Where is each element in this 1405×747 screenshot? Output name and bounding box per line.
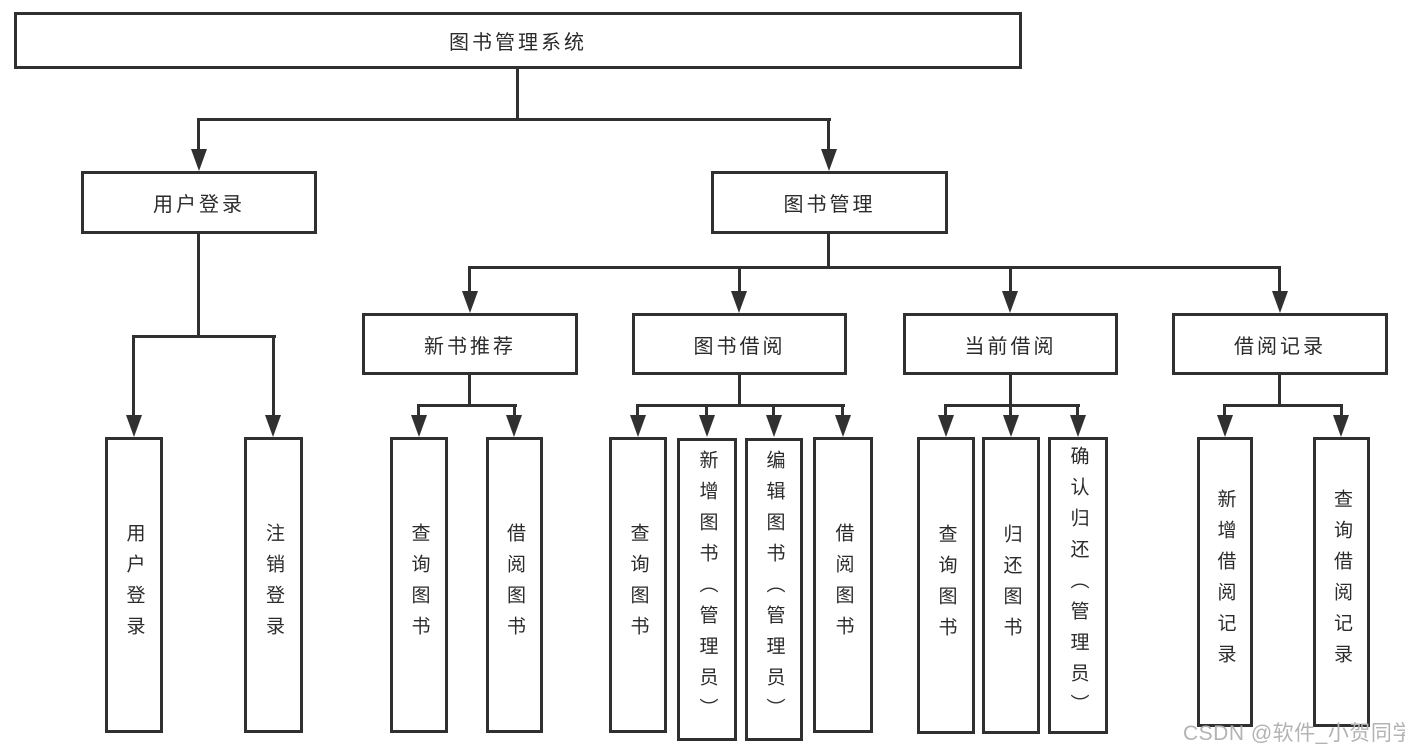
leaf-label: 确认归还（管理员）	[1067, 446, 1089, 725]
leaf-label: 注销登录	[263, 523, 284, 647]
leaf-label: 归还图书	[1000, 523, 1022, 648]
leaf-borrow-books: 借阅图书	[813, 437, 873, 733]
arrow-down-icon	[265, 415, 281, 437]
leaf-label: 用户登录	[123, 523, 145, 647]
connector-line	[516, 69, 519, 120]
leaf-query-books: 查询图书	[390, 437, 448, 733]
leaf-add-borrow-record: 新增借阅记录	[1197, 437, 1253, 727]
node-label: 图书借阅	[693, 335, 786, 358]
arrow-down-icon	[1002, 291, 1018, 313]
connector-line	[197, 118, 831, 121]
connector-line	[1278, 375, 1281, 406]
arrow-down-icon	[731, 291, 747, 313]
leaf-query-books: 查询图书	[917, 437, 975, 734]
leaf-user-login: 用户登录	[105, 437, 163, 733]
connector-line	[417, 407, 420, 417]
connector-line	[1278, 269, 1281, 293]
connector-line	[636, 407, 639, 417]
leaf-label: 借阅图书	[832, 523, 854, 647]
connector-line	[132, 335, 276, 338]
arrow-down-icon	[1272, 291, 1288, 313]
connector-line	[1009, 269, 1012, 293]
node-book-management: 图书管理	[711, 171, 948, 234]
leaf-edit-books-admin: 编辑图书（管理员）	[745, 438, 803, 741]
connector-line	[738, 269, 741, 293]
node-book-borrow: 图书借阅	[632, 313, 847, 375]
connector-line	[827, 121, 830, 151]
arrow-down-icon	[766, 415, 782, 437]
leaf-label: 借阅图书	[504, 523, 525, 647]
connector-line	[1340, 407, 1343, 417]
arrow-down-icon	[821, 149, 837, 171]
arrow-down-icon	[191, 149, 207, 171]
arrow-down-icon	[462, 291, 478, 313]
arrow-down-icon	[506, 415, 522, 437]
arrow-down-icon	[1217, 415, 1233, 437]
node-library-management-system: 图书管理系统	[14, 12, 1022, 69]
connector-line	[705, 407, 708, 417]
leaf-logout: 注销登录	[244, 437, 303, 733]
leaf-confirm-return-admin: 确认归还（管理员）	[1048, 437, 1108, 734]
node-label: 借阅记录	[1234, 335, 1326, 358]
connector-line	[513, 407, 516, 417]
node-label: 新书推荐	[424, 335, 516, 358]
connector-line	[1223, 407, 1226, 417]
connector-line	[468, 269, 471, 293]
connector-line	[468, 375, 471, 406]
connector-line	[1009, 407, 1012, 417]
arrow-down-icon	[1003, 415, 1019, 437]
connector-line	[738, 375, 741, 406]
connector-line	[417, 404, 517, 407]
connector-line	[197, 234, 200, 337]
leaf-label: 查询图书	[627, 523, 649, 647]
leaf-borrow-books: 借阅图书	[486, 437, 543, 733]
leaf-label: 查询借阅记录	[1331, 489, 1352, 675]
arrow-down-icon	[1333, 415, 1349, 437]
connector-line	[132, 338, 135, 417]
node-label: 图书管理	[783, 194, 876, 216]
node-borrow-records: 借阅记录	[1172, 313, 1388, 375]
arrow-down-icon	[699, 415, 715, 437]
connector-line	[197, 121, 200, 151]
node-new-book-recommend: 新书推荐	[362, 313, 578, 375]
node-user-login: 用户登录	[81, 171, 317, 234]
arrow-down-icon	[126, 415, 142, 437]
leaf-query-borrow-record: 查询借阅记录	[1313, 437, 1370, 727]
connector-line	[636, 404, 845, 407]
node-current-borrow: 当前借阅	[903, 313, 1118, 375]
arrow-down-icon	[1070, 415, 1086, 437]
arrow-down-icon	[835, 415, 851, 437]
node-label: 图书管理系统	[449, 32, 587, 54]
leaf-query-books: 查询图书	[609, 437, 667, 733]
connector-line	[272, 338, 275, 417]
leaf-return-books: 归还图书	[982, 437, 1040, 734]
csdn-watermark: CSDN @软件_小贺同学	[1183, 722, 1405, 745]
leaf-label: 新增借阅记录	[1214, 489, 1236, 675]
leaf-label: 查询图书	[935, 523, 957, 648]
connector-line	[468, 266, 1281, 269]
connector-line	[944, 407, 947, 417]
connector-line	[841, 407, 844, 417]
connector-line	[944, 404, 1080, 407]
node-label: 用户登录	[153, 194, 245, 216]
leaf-label: 查询图书	[408, 523, 430, 647]
connector-line	[772, 407, 775, 417]
arrow-down-icon	[938, 415, 954, 437]
node-label: 当前借阅	[964, 335, 1057, 358]
connector-line	[1009, 375, 1012, 406]
arrow-down-icon	[630, 415, 646, 437]
leaf-label: 编辑图书（管理员）	[763, 450, 785, 729]
connector-line	[1223, 404, 1343, 407]
connector-line	[827, 234, 830, 269]
arrow-down-icon	[411, 415, 427, 437]
connector-line	[1076, 407, 1079, 417]
leaf-label: 新增图书（管理员）	[696, 450, 718, 729]
leaf-add-books-admin: 新增图书（管理员）	[677, 438, 737, 741]
